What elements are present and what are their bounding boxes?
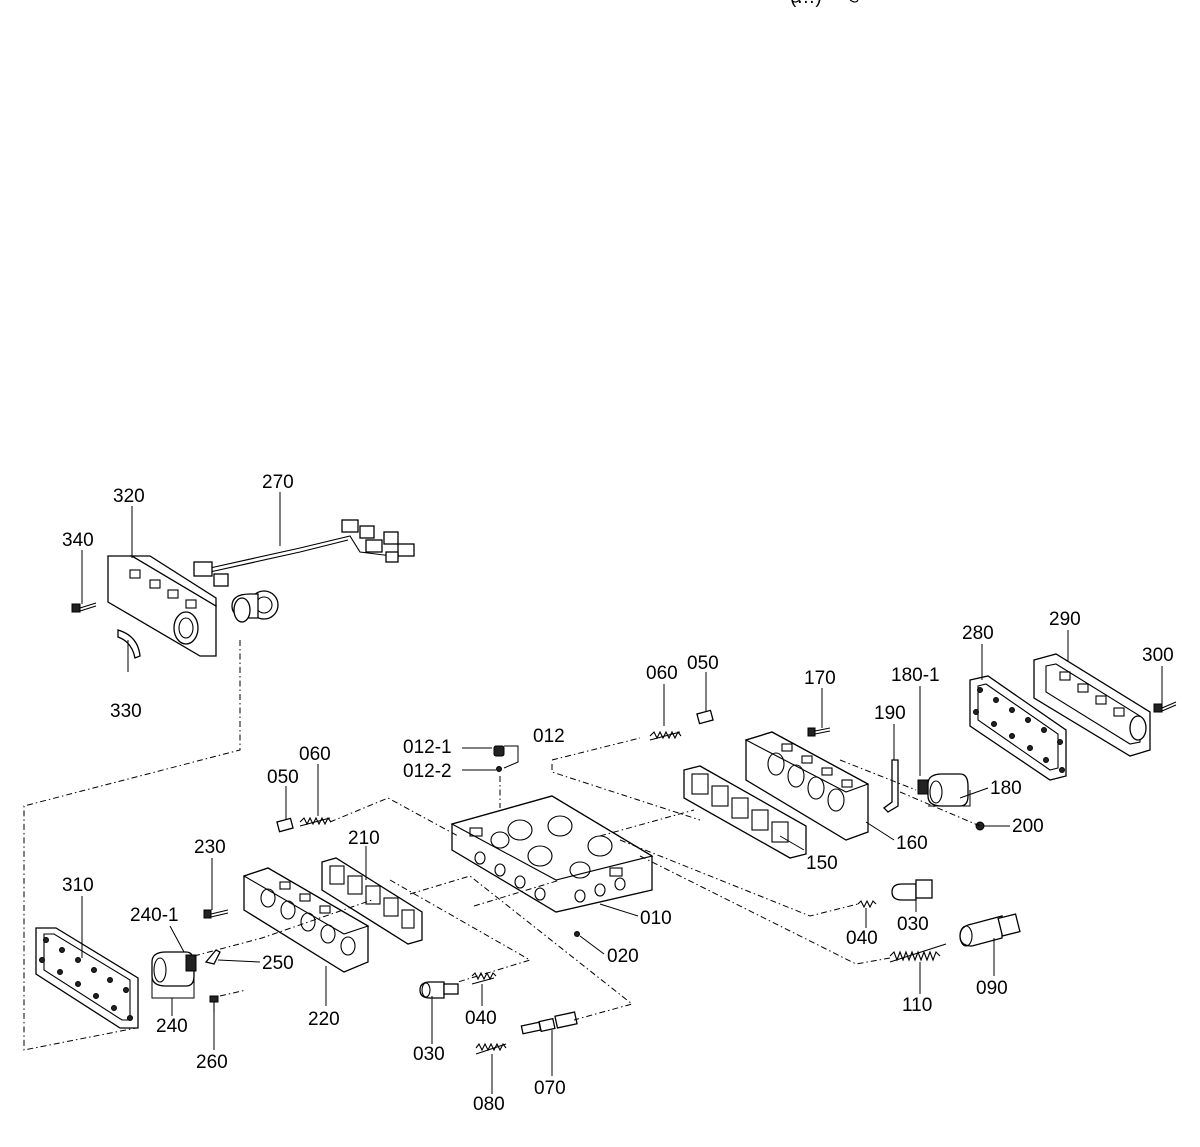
assembly-lines xyxy=(23,640,981,1051)
plug-050-left xyxy=(276,817,294,833)
label-240: 240 xyxy=(156,1016,188,1037)
label-340: 340 xyxy=(62,530,94,551)
label-150: 150 xyxy=(806,853,838,874)
screw-260 xyxy=(209,995,219,1012)
label-320: 320 xyxy=(113,486,145,507)
label-280: 280 xyxy=(962,623,994,644)
label-050-left: 050 xyxy=(267,767,299,788)
spring-110 xyxy=(889,943,947,963)
gasket-280 xyxy=(969,675,1067,781)
bolt-340 xyxy=(71,602,97,613)
label-330: 330 xyxy=(110,701,142,722)
label-050-right: 050 xyxy=(687,653,719,674)
label-030-right: 030 xyxy=(897,914,929,935)
main-housing-010 xyxy=(450,795,654,913)
label-020: 020 xyxy=(607,946,639,967)
label-170: 170 xyxy=(804,668,836,689)
label-012-2: 012-2 xyxy=(403,761,452,782)
label-070: 070 xyxy=(534,1078,566,1099)
gasket-210 xyxy=(321,857,423,945)
label-260: 260 xyxy=(196,1052,228,1073)
gasket-150 xyxy=(683,765,807,859)
solenoid-180 xyxy=(917,773,971,807)
label-230: 230 xyxy=(194,837,226,858)
cover-320 xyxy=(107,555,217,657)
solenoid-240 xyxy=(151,951,197,999)
valve-030-bottom xyxy=(419,981,459,999)
harness-270 xyxy=(193,519,415,623)
bolt-170 xyxy=(807,727,831,737)
spring-040-bottom xyxy=(471,971,497,985)
label-180-1: 180-1 xyxy=(891,665,940,686)
valve-030-right xyxy=(891,879,933,901)
label-240-1: 240-1 xyxy=(130,905,179,926)
gasket-310 xyxy=(35,927,139,1029)
label-180: 180 xyxy=(990,778,1022,799)
label-160: 160 xyxy=(896,833,928,854)
label-190: 190 xyxy=(874,703,906,724)
label-012: 012 xyxy=(533,726,565,747)
label-030-bottom: 030 xyxy=(413,1044,445,1065)
spring-060-left xyxy=(299,816,332,827)
label-060-right: 060 xyxy=(646,663,678,684)
spring-060-right xyxy=(649,730,682,741)
label-010: 010 xyxy=(640,908,672,929)
label-040-right: 040 xyxy=(846,928,878,949)
plug-012 xyxy=(493,745,505,772)
label-310: 310 xyxy=(62,875,94,896)
bolt-300 xyxy=(1153,701,1177,713)
label-090: 090 xyxy=(976,978,1008,999)
cover-290 xyxy=(1033,653,1151,757)
valve-body-160 xyxy=(744,731,870,841)
label-220: 220 xyxy=(308,1009,340,1030)
header-fragment xyxy=(791,0,859,3)
label-210: 210 xyxy=(348,828,380,849)
piston-090 xyxy=(959,913,1021,947)
label-270: 270 xyxy=(262,472,294,493)
leader-lines xyxy=(81,492,1163,1094)
label-290: 290 xyxy=(1049,609,1081,630)
bracket-190 xyxy=(883,759,899,813)
bolt-230 xyxy=(203,909,229,919)
spring-080 xyxy=(475,1042,507,1055)
spool-070 xyxy=(520,1011,578,1035)
label-040-bottom: 040 xyxy=(465,1008,497,1029)
label-080: 080 xyxy=(473,1094,505,1115)
valve-body-220 xyxy=(242,867,370,973)
label-012-1: 012-1 xyxy=(403,737,452,758)
bracket-250 xyxy=(204,949,221,965)
ball-020 xyxy=(574,931,580,937)
label-110: 110 xyxy=(902,995,933,1016)
label-200: 200 xyxy=(1012,816,1044,837)
spring-040-right xyxy=(857,899,877,909)
clip-330 xyxy=(117,629,141,659)
plug-050-right xyxy=(696,709,714,725)
header-partial-text: (…) xyxy=(790,0,822,7)
label-300: 300 xyxy=(1142,645,1174,666)
label-060-left: 060 xyxy=(299,744,331,765)
label-250: 250 xyxy=(262,953,294,974)
